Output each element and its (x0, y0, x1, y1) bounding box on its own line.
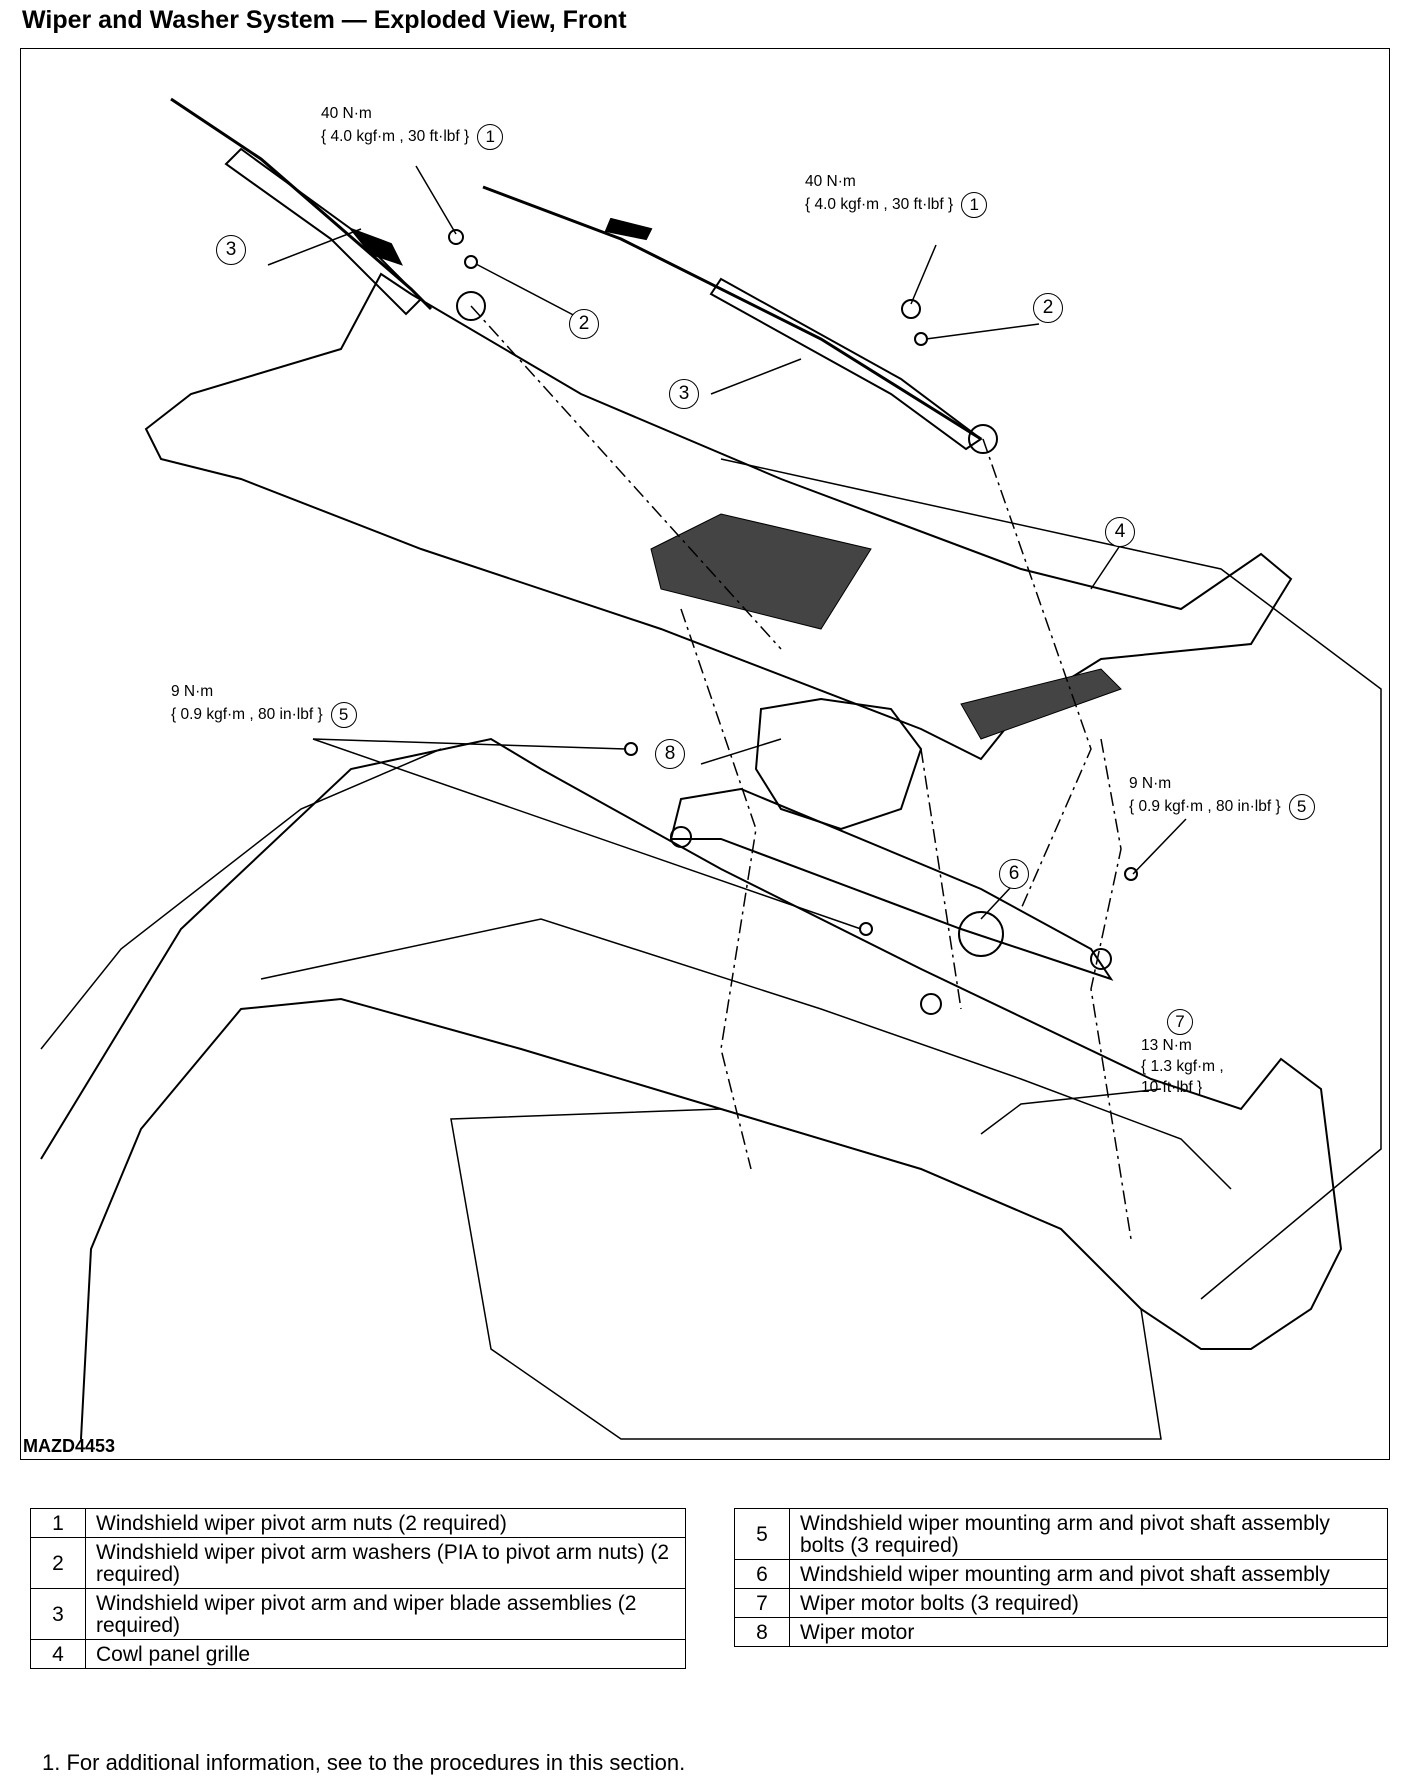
callout-3-left: 3 (216, 235, 246, 265)
callout-1-right: 1 (961, 192, 988, 218)
leader-callout-3-left (267, 228, 362, 266)
leader-callout-1-right (910, 244, 937, 305)
callout-6: 6 (999, 859, 1029, 889)
leader-callout-5-left-a (312, 738, 627, 750)
cowl-grille-mesh-right (960, 668, 1122, 740)
leader-callout-5-right (1132, 818, 1187, 875)
motor-bolt-centerline (920, 748, 962, 1010)
figure-code: MAZD4453 (23, 1436, 116, 1456)
firewall-panel (450, 1108, 1162, 1440)
callout-1-left: 1 (477, 124, 504, 150)
left-wiper-arm-body (224, 147, 423, 316)
right-pivot-centerline (982, 438, 1092, 910)
torque-spec-1-left: 40 N·m { 4.0 kgf·m , 30 ft·lbf }1 (321, 103, 504, 150)
left-wiper-blade-sleeve (347, 226, 403, 266)
torque-spec-7: 7 13 N·m { 1.3 kgf·m , 10 ft·lbf } (1141, 1009, 1224, 1098)
torque-spec-5-left: 9 N·m { 0.9 kgf·m , 80 in·lbf }5 (171, 681, 357, 728)
callout-5-left: 5 (330, 702, 357, 728)
linkage-centerline-right (1090, 738, 1132, 1240)
cowl-panel-grille (144, 272, 1293, 761)
leader-callout-5-left-b (312, 738, 862, 930)
leader-callout-2-left (475, 263, 582, 320)
callout-8: 8 (655, 739, 685, 769)
mounting-bolt-c (1124, 867, 1138, 881)
right-pivot-nut (901, 299, 921, 319)
leader-callout-3-right (710, 358, 802, 395)
wiper-crank-hub (958, 911, 1004, 957)
linkage-centerline-left (680, 608, 757, 1170)
mounting-bolt-b (859, 922, 873, 936)
cowl-grille-mesh-left (650, 513, 872, 630)
left-pivot-boss (456, 291, 486, 321)
cowl-top-panel (260, 918, 1232, 1190)
exploded-view-drawing (40, 97, 1382, 1440)
footnote: 1. For additional information, see to th… (42, 1750, 686, 1775)
right-pivot-washer (914, 332, 928, 346)
leader-callout-1-left (415, 165, 457, 235)
body-cowl-structure (40, 737, 1343, 1440)
callout-4: 4 (1105, 517, 1135, 547)
callout-3-right: 3 (669, 379, 699, 409)
windshield-outline (720, 458, 1382, 1300)
callout-2-right: 2 (1033, 293, 1063, 323)
callout-7: 7 (1167, 1009, 1193, 1035)
right-wiper-arm-body (709, 277, 983, 451)
fender-edge (40, 748, 442, 1050)
right-wiper-arm (482, 185, 982, 441)
left-pivot-centerline (470, 305, 782, 650)
right-wiper-blade-sleeve (604, 217, 653, 241)
leader-callout-7 (980, 1088, 1162, 1135)
torque-spec-1-right: 40 N·m { 4.0 kgf·m , 30 ft·lbf }1 (805, 171, 988, 218)
right-pivot-boss (968, 424, 998, 454)
callout-2-left: 2 (569, 309, 599, 339)
diagram-title: Wiper and Washer System — Exploded View,… (22, 6, 627, 34)
callout-5-right: 5 (1288, 794, 1315, 820)
leader-callout-6 (980, 886, 1012, 920)
exploded-view-figure: 40 N·m { 4.0 kgf·m , 30 ft·lbf }1 40 N·m… (20, 48, 1390, 1460)
left-pivot-washer (464, 255, 478, 269)
linkage-bolt-right (1090, 948, 1112, 970)
leader-callout-2-right (925, 323, 1040, 340)
leader-callout-4 (1090, 543, 1122, 590)
wiper-motor-body (754, 697, 923, 831)
leader-callout-8 (700, 738, 782, 765)
mounting-bolt-a (624, 742, 638, 756)
left-pivot-nut (448, 229, 464, 245)
linkage-bolt-center (920, 993, 942, 1015)
torque-spec-5-right: 9 N·m { 0.9 kgf·m , 80 in·lbf }5 (1129, 773, 1315, 820)
wiper-linkage (669, 787, 1114, 981)
